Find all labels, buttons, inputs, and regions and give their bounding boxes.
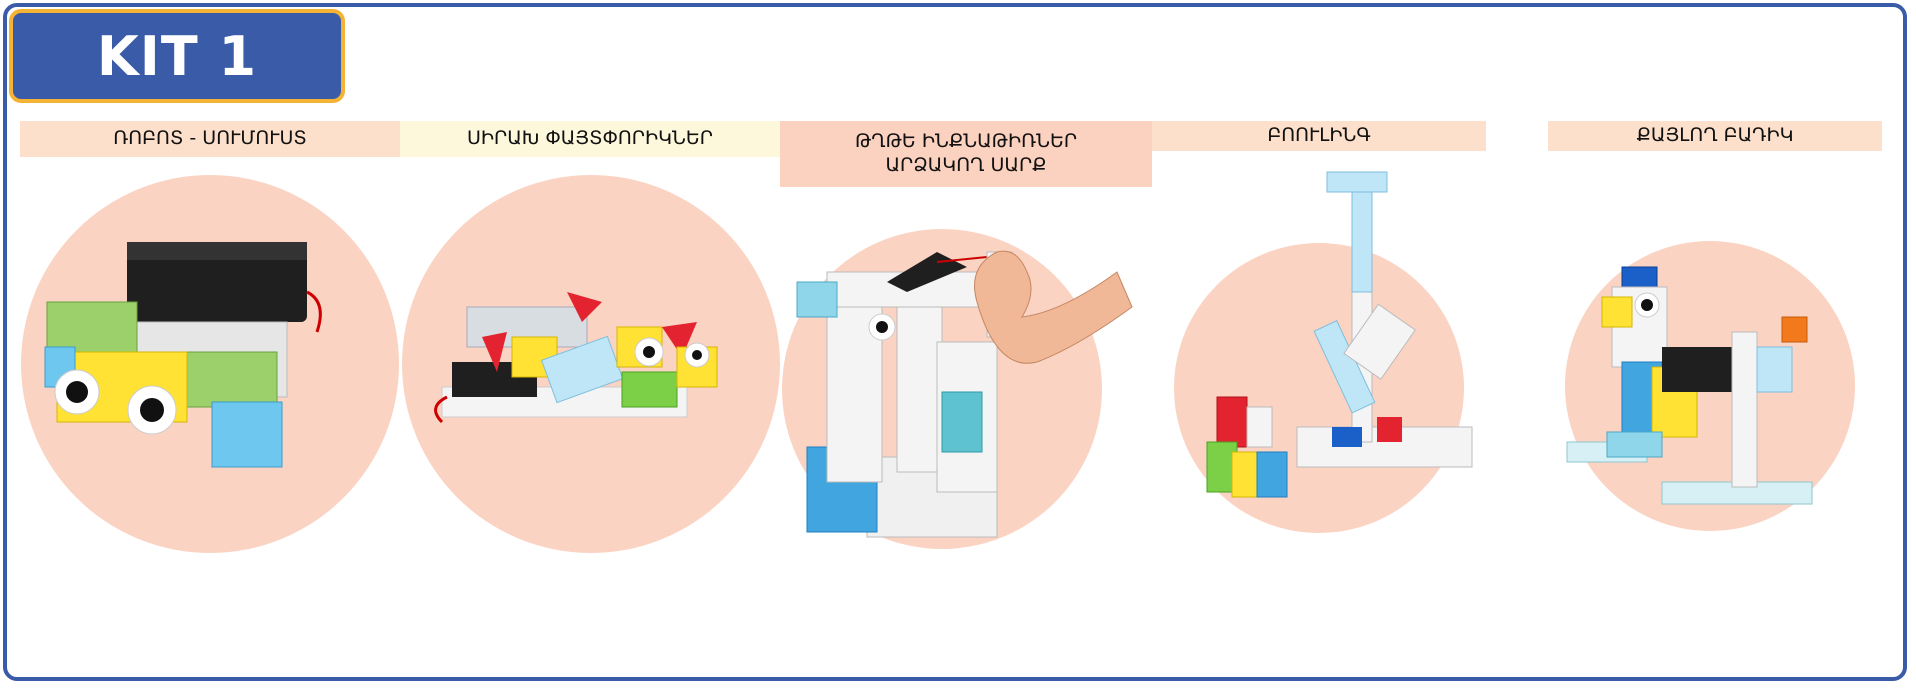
model-label-text-line1: ԹՂԹԵ ԻՆՔՆԱԹԻՌՆԵՐ: [854, 130, 1078, 153]
model-label-bowling: ԲՈՈՒԼԻՆԳ: [1152, 121, 1486, 151]
model-label-walking-duck: ՔԱՅԼՈՂ ԲԱԴԻԿ: [1548, 121, 1882, 151]
walking-duck-icon: [1566, 266, 1813, 505]
kit-title: KIT 1: [96, 24, 258, 88]
model-label-text: ՌՈԲՈՏ - ՍՈՒՄՈՒՍՏ: [113, 127, 307, 150]
woodpeckers-icon: [434, 292, 718, 424]
bowling-icon: [1206, 171, 1473, 498]
model-label-woodpeckers: ՍԻՐԱԽ ՓԱՅՏՓՈՐԻԿՆԵՐ: [400, 121, 780, 157]
model-label-text: ՍԻՐԱԽ ՓԱՅՏՓՈՐԻԿՆԵՐ: [467, 127, 713, 150]
robot-sumo-icon: [44, 242, 322, 468]
kit-badge: KIT 1: [9, 9, 345, 103]
model-label-text: ՔԱՅԼՈՂ ԲԱԴԻԿ: [1636, 124, 1794, 147]
model-label-robot-sumo: ՌՈԲՈՏ - ՍՈՒՄՈՒՍՏ: [20, 121, 400, 157]
model-label-text: ԲՈՈՒԼԻՆԳ: [1267, 124, 1371, 147]
model-label-text-line2: ԱՐՁԱԿՈՂ ՍԱՐՔ: [885, 154, 1047, 176]
model-label-plane-launcher: ԹՂԹԵ ԻՆՔՆԱԹԻՌՆԵՐ ԱՐՁԱԿՈՂ ՍԱՐՔ: [780, 121, 1152, 187]
kit-frame: KIT 1 ՌՈԲՈՏ - ՍՈՒՄՈՒՍՏ ՍԻՐԱԽ ՓԱՅՏՓՈՐԻԿՆԵ…: [3, 3, 1907, 681]
plane-launcher-icon: [796, 250, 1133, 538]
